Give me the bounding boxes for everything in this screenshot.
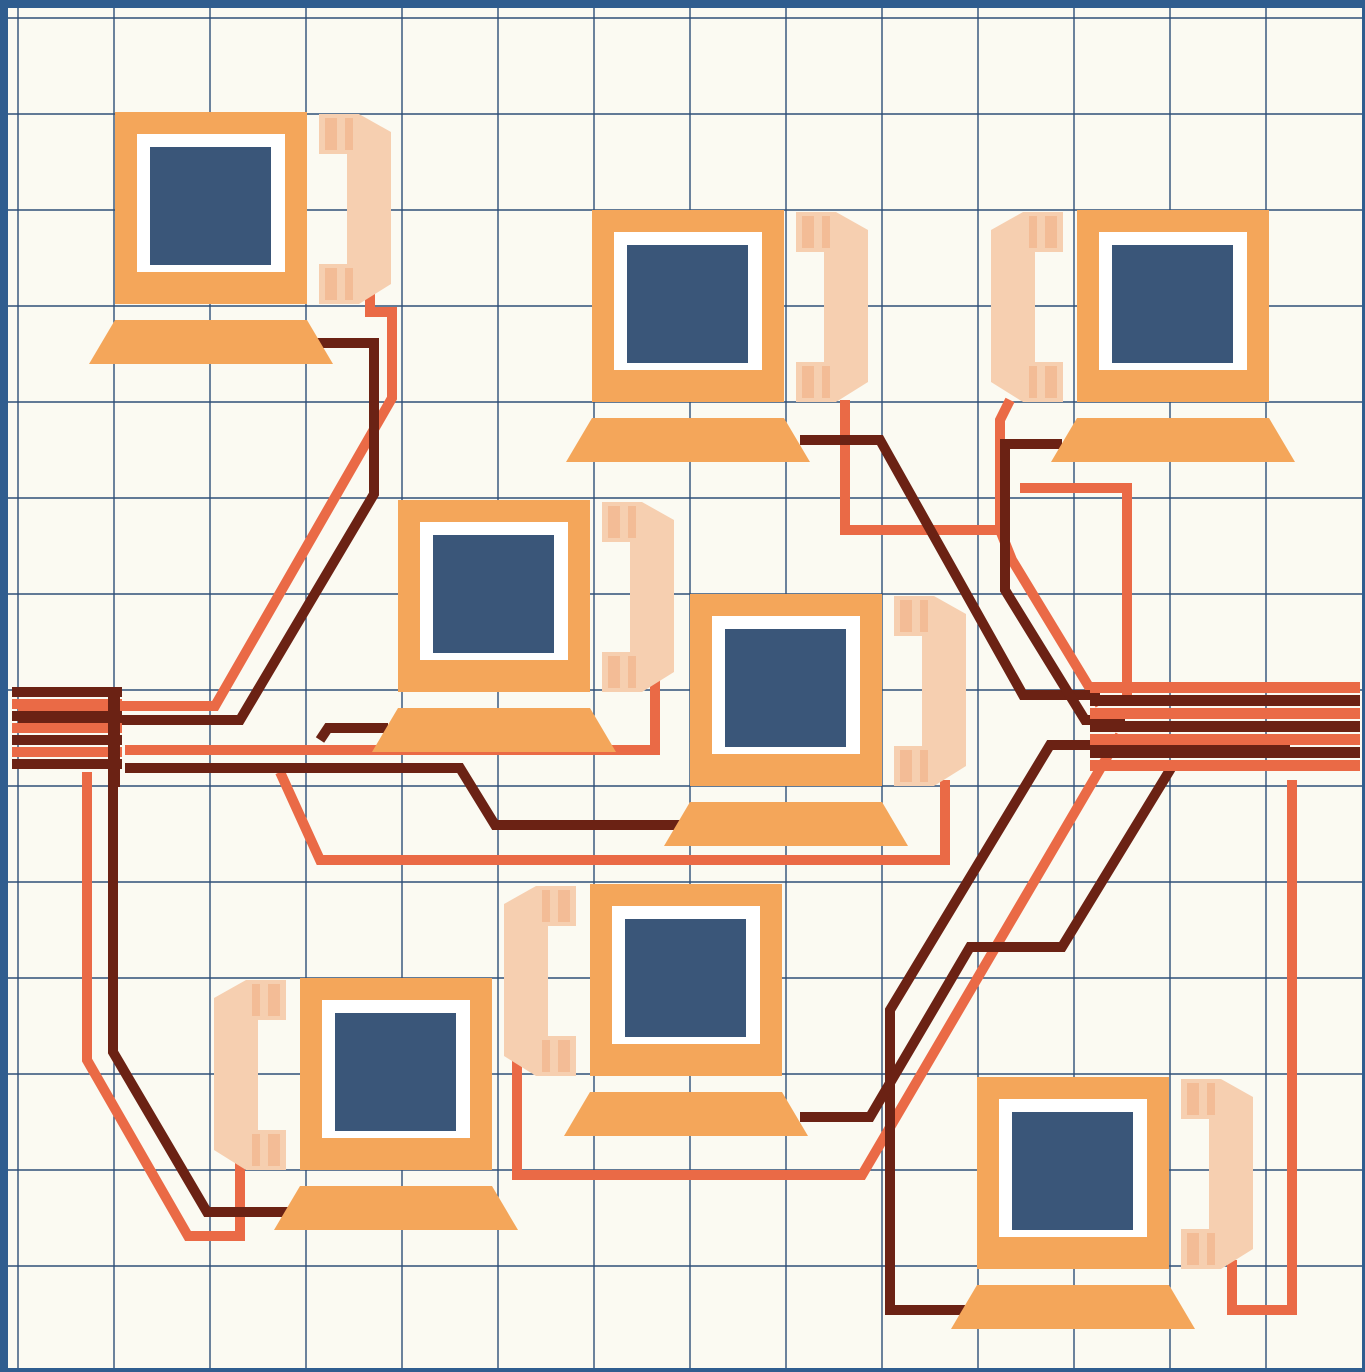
bus-right-line — [1090, 682, 1360, 693]
screen — [433, 535, 554, 653]
computer-monitor-icon — [1077, 210, 1269, 402]
bus-right — [1090, 682, 1360, 771]
bus-right-line — [1090, 721, 1360, 732]
screen — [1112, 245, 1233, 363]
bus-left-junction — [108, 687, 120, 787]
screen — [1012, 1112, 1133, 1230]
screen — [725, 629, 846, 747]
screen — [150, 147, 271, 265]
keyboard-icon — [564, 1092, 808, 1136]
keyboard-icon — [89, 320, 333, 364]
screen — [627, 245, 748, 363]
computer-monitor-icon — [398, 500, 590, 692]
bus-left-line — [12, 759, 122, 769]
bus-left-line — [12, 735, 122, 745]
bus-right-line — [1090, 695, 1360, 706]
keyboard-icon — [274, 1186, 518, 1230]
computer-monitor-icon — [590, 884, 782, 1076]
keyboard-icon — [1051, 418, 1295, 462]
bus-left-line — [12, 699, 122, 709]
bus-right-line — [1090, 747, 1360, 758]
keyboard-icon — [566, 418, 810, 462]
computer-monitor-icon — [300, 978, 492, 1170]
bus-left-line — [12, 747, 122, 757]
computer-monitor-icon — [977, 1077, 1169, 1269]
computer-monitor-icon — [592, 210, 784, 402]
keyboard-icon — [372, 708, 616, 752]
computer-monitor-icon — [690, 594, 882, 786]
bus-left-line — [12, 687, 122, 697]
bus-right-line — [1090, 760, 1360, 771]
screen — [625, 919, 746, 1037]
bus-right-line — [1090, 734, 1360, 745]
keyboard-icon — [664, 802, 908, 846]
keyboard-icon — [951, 1285, 1195, 1329]
bus-left-line — [12, 711, 122, 721]
bus-left-line — [12, 723, 122, 733]
computer-monitor-icon — [115, 112, 307, 304]
bus-right-line — [1090, 708, 1360, 719]
screen — [335, 1013, 456, 1131]
